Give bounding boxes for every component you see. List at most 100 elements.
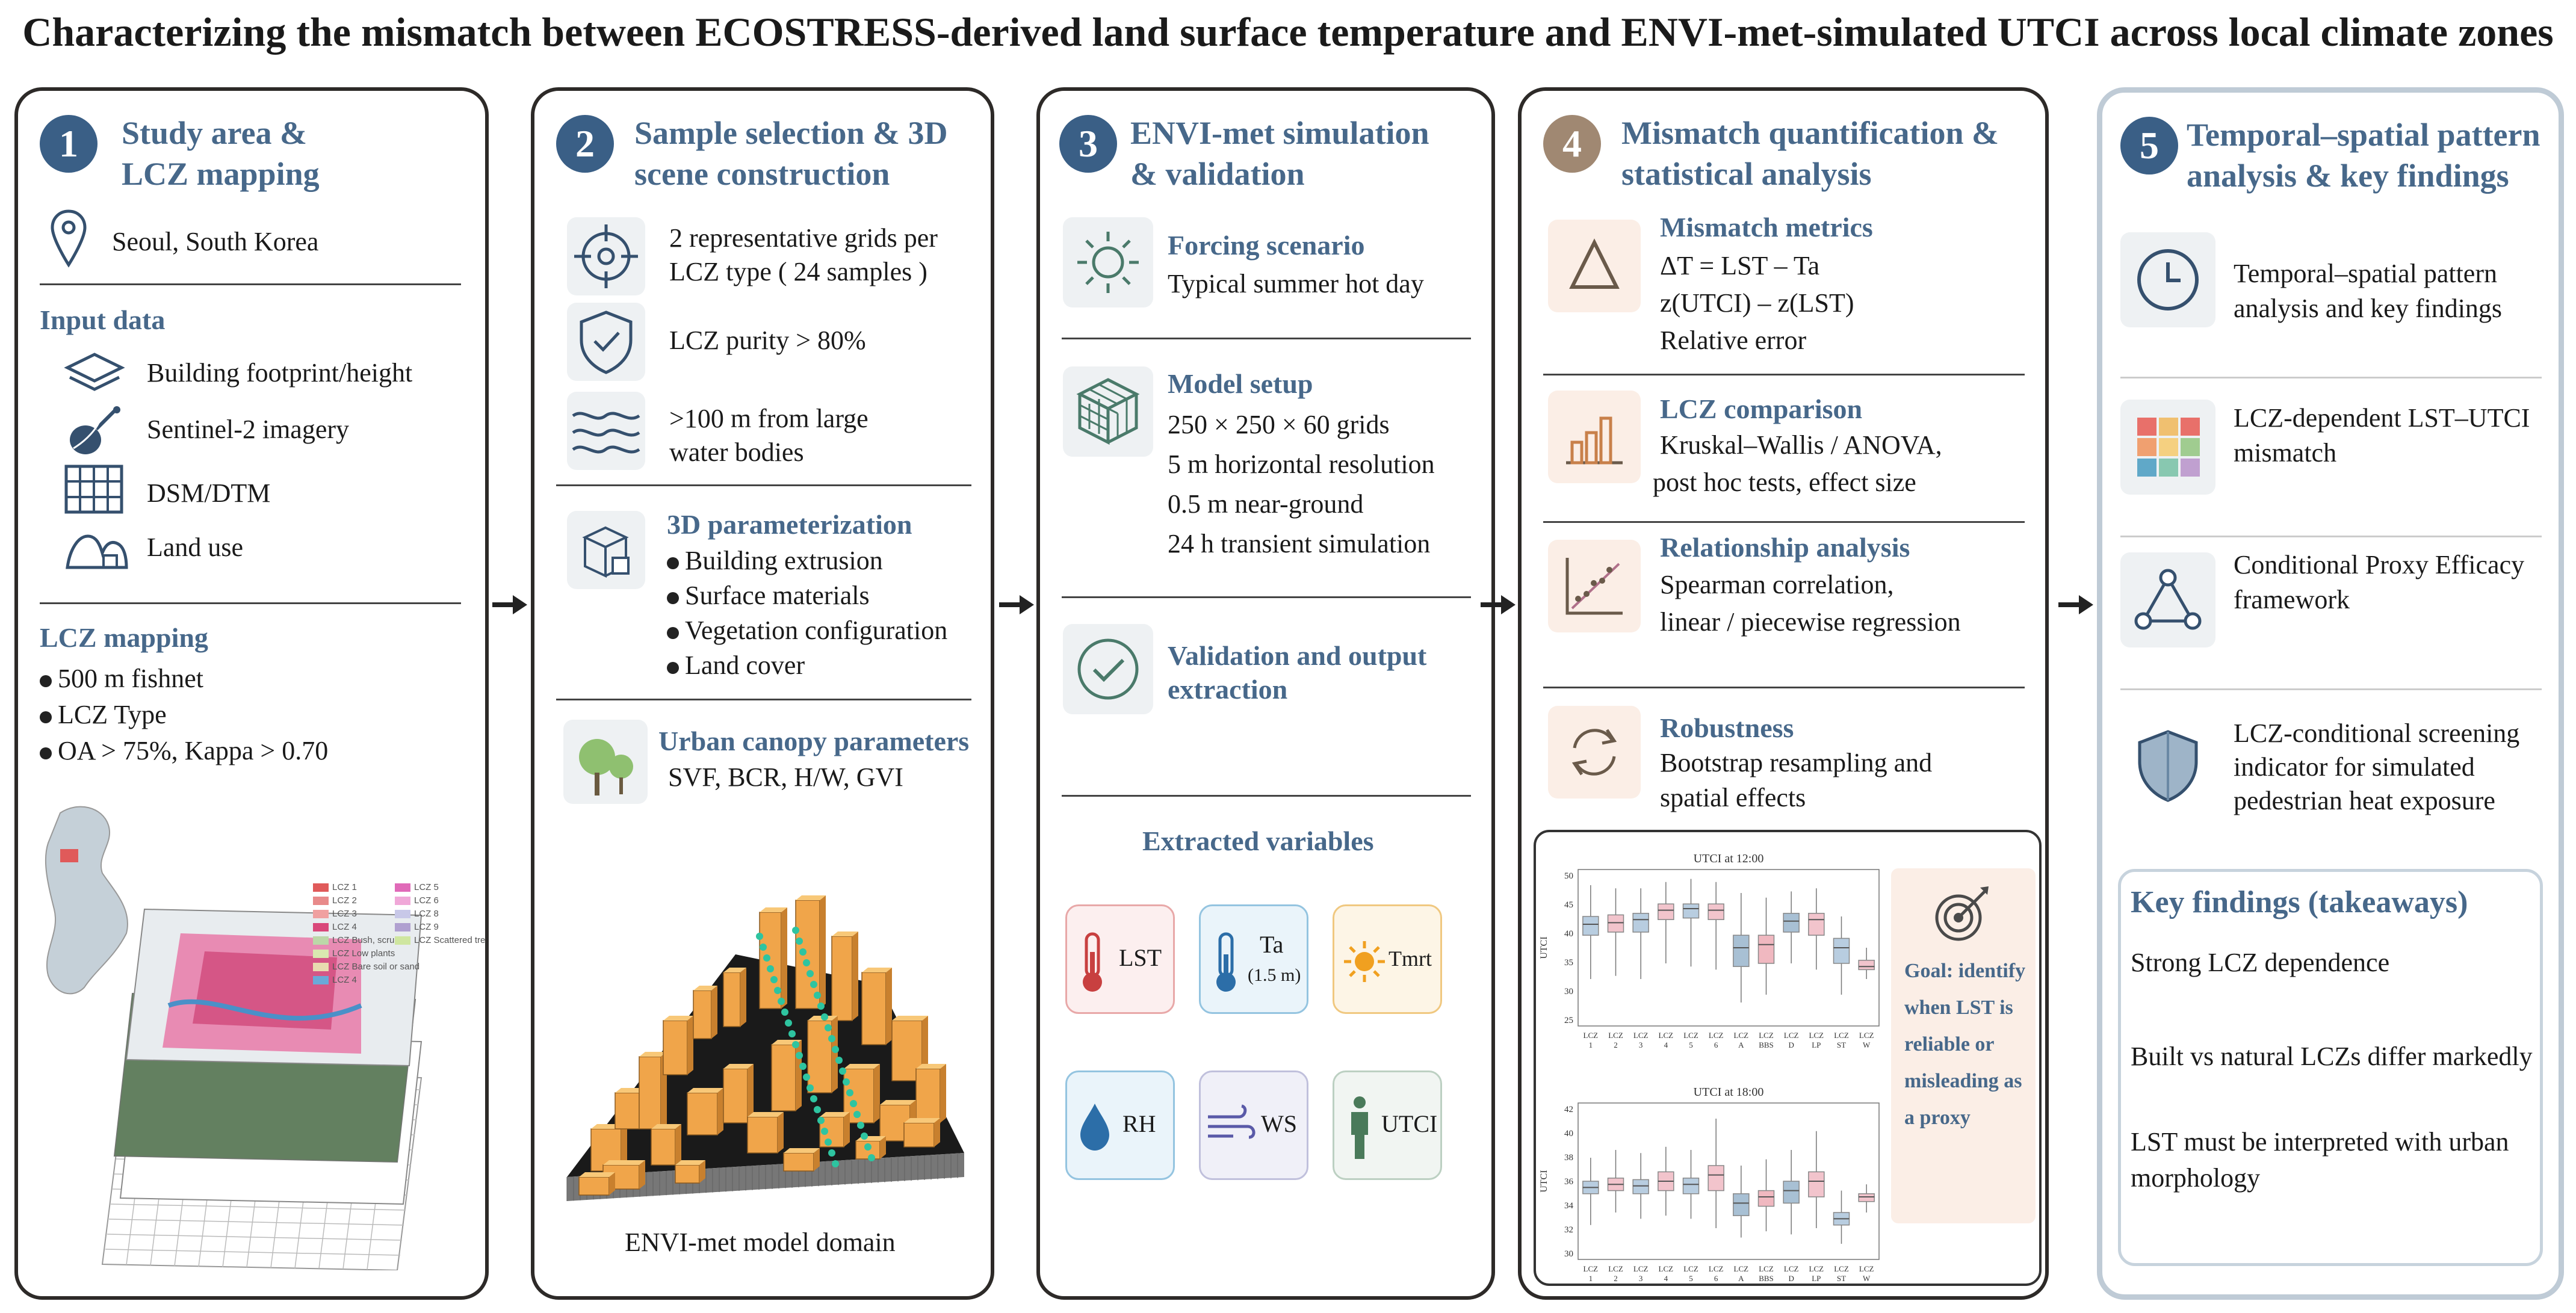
tree-point [821,1013,828,1021]
tree-point [792,927,799,934]
box [1783,913,1800,933]
network-triangle-icon [2134,569,2202,630]
y-tick-label: 35 [1564,958,1573,968]
x-tick-label: 6 [1714,1040,1718,1049]
shield-icon [2138,730,2198,802]
validation-heading-line1: Validation and output [1168,640,1427,671]
setup-near-ground: 0.5 m near-ground [1168,489,1364,519]
goal-text: Goal: identify when LST is reliable or m… [1904,960,2026,1129]
divider [2120,688,2542,690]
icon-box [2120,400,2215,495]
tree-point [817,1117,825,1124]
building-block [723,1064,754,1123]
legend-item: LCZ 6 [395,895,439,906]
icon-box [1063,217,1153,307]
y-tick-label: 38 [1564,1153,1573,1163]
y-tick-label: 30 [1564,987,1573,996]
lcz-mapping-heading: LCZ mapping [40,622,208,653]
y-tick-label: 50 [1564,871,1573,881]
building-block [663,1016,693,1075]
tree-point [843,1078,850,1086]
legend-swatch [313,883,329,892]
var-ws-label: WS [1261,1110,1297,1137]
building-block [693,986,717,1039]
x-tick-label: LCZ [1709,1031,1724,1040]
finding-item-3-line1: Conditional Proxy Efficacy [2234,550,2525,579]
icon-box [567,303,645,381]
legend-label: LCZ 5 [414,882,439,892]
tree-point [868,1154,875,1161]
lcz-item-fishnet: 500 m fishnet [40,661,203,696]
setup-resolution: 5 m horizontal resolution [1168,450,1435,479]
sun-icon [1344,941,1385,982]
tree-point [814,1106,821,1113]
tree-point [832,1160,839,1167]
vars-heading: Extracted variables [1142,826,1374,856]
x-tick-label: LCZ [1734,1264,1749,1273]
tree-point [828,1035,835,1042]
box [1808,913,1825,936]
goal-box: Goal: identify when LST is reliable or m… [1891,868,2036,1223]
legend-swatch [395,936,410,945]
x-tick-label: LCZ [1734,1031,1749,1040]
x-tick-label: 3 [1639,1040,1643,1049]
building-block [903,1118,940,1148]
legend-swatch [313,936,329,945]
metrics-heading: Mismatch metrics [1660,212,1873,243]
var-lst: LST [1065,904,1175,1014]
tree-point [839,1067,846,1075]
legend-swatch [313,950,329,959]
legend-swatch [395,897,410,906]
icon-box [1548,391,1641,483]
tree-point [835,1057,843,1064]
x-tick-label: ST [1837,1274,1846,1283]
divider [556,484,971,486]
figure-title: Characterizing the mismatch between ECOS… [22,9,2554,55]
x-tick-label: LCZ [1834,1031,1849,1040]
x-tick-label: 1 [1589,1040,1593,1049]
setup-transient: 24 h transient simulation [1168,529,1431,558]
tree-point [770,976,778,983]
legend-item: LCZ 8 [395,909,439,919]
lcz-map-stack-illustration [45,806,423,1270]
finding-item-2-line1: LCZ-dependent LST–UTCI [2234,403,2530,433]
x-tick-label: 5 [1689,1274,1693,1283]
box [1582,916,1599,936]
relationship-heading: Relationship analysis [1660,532,1910,563]
x-tick-label: LCZ [1809,1264,1824,1273]
tree-point [803,1074,810,1081]
trees-icon [579,739,633,796]
x-tick-label: W [1863,1274,1871,1283]
legend-swatch [313,923,329,932]
thermometer-icon [1216,932,1236,992]
check-circle-icon [1077,638,1139,700]
location-pin-icon [51,209,87,268]
legend-swatch [313,910,329,919]
y-tick-label: 25 [1564,1016,1573,1025]
input-building: Building footprint/height [147,358,413,388]
divider [1543,687,2025,688]
y-tick-label: 36 [1564,1177,1574,1187]
shield-check-icon [580,310,633,374]
x-tick-label: 2 [1614,1040,1618,1049]
validation-heading-line2: extraction [1168,674,1288,705]
box [1858,1193,1875,1202]
panel1-title-line2: LCZ mapping [122,156,320,192]
x-tick-label: BBS [1759,1274,1774,1283]
lcz-item-type: LCZ Type [40,697,167,732]
step-number-2: 2 [556,115,614,173]
step-number-1: 1 [40,115,98,173]
divider [2120,536,2542,537]
box [1757,935,1775,964]
icon-box [563,720,648,804]
lcz-item-accuracy: OA > 75%, Kappa > 0.70 [40,734,328,768]
x-tick-label: 4 [1664,1274,1668,1283]
x-tick-label: LCZ [1784,1264,1799,1273]
legend-item: LCZ 1 [313,882,357,892]
x-tick-label: LCZ [1709,1264,1724,1273]
finding-item-2-line2: mismatch [2234,438,2337,468]
finding-lst-line2: morphology [2131,1163,2261,1193]
x-tick-label: LCZ [1759,1264,1774,1273]
legend-label: LCZ 4 [332,922,357,932]
box [1808,1171,1825,1197]
